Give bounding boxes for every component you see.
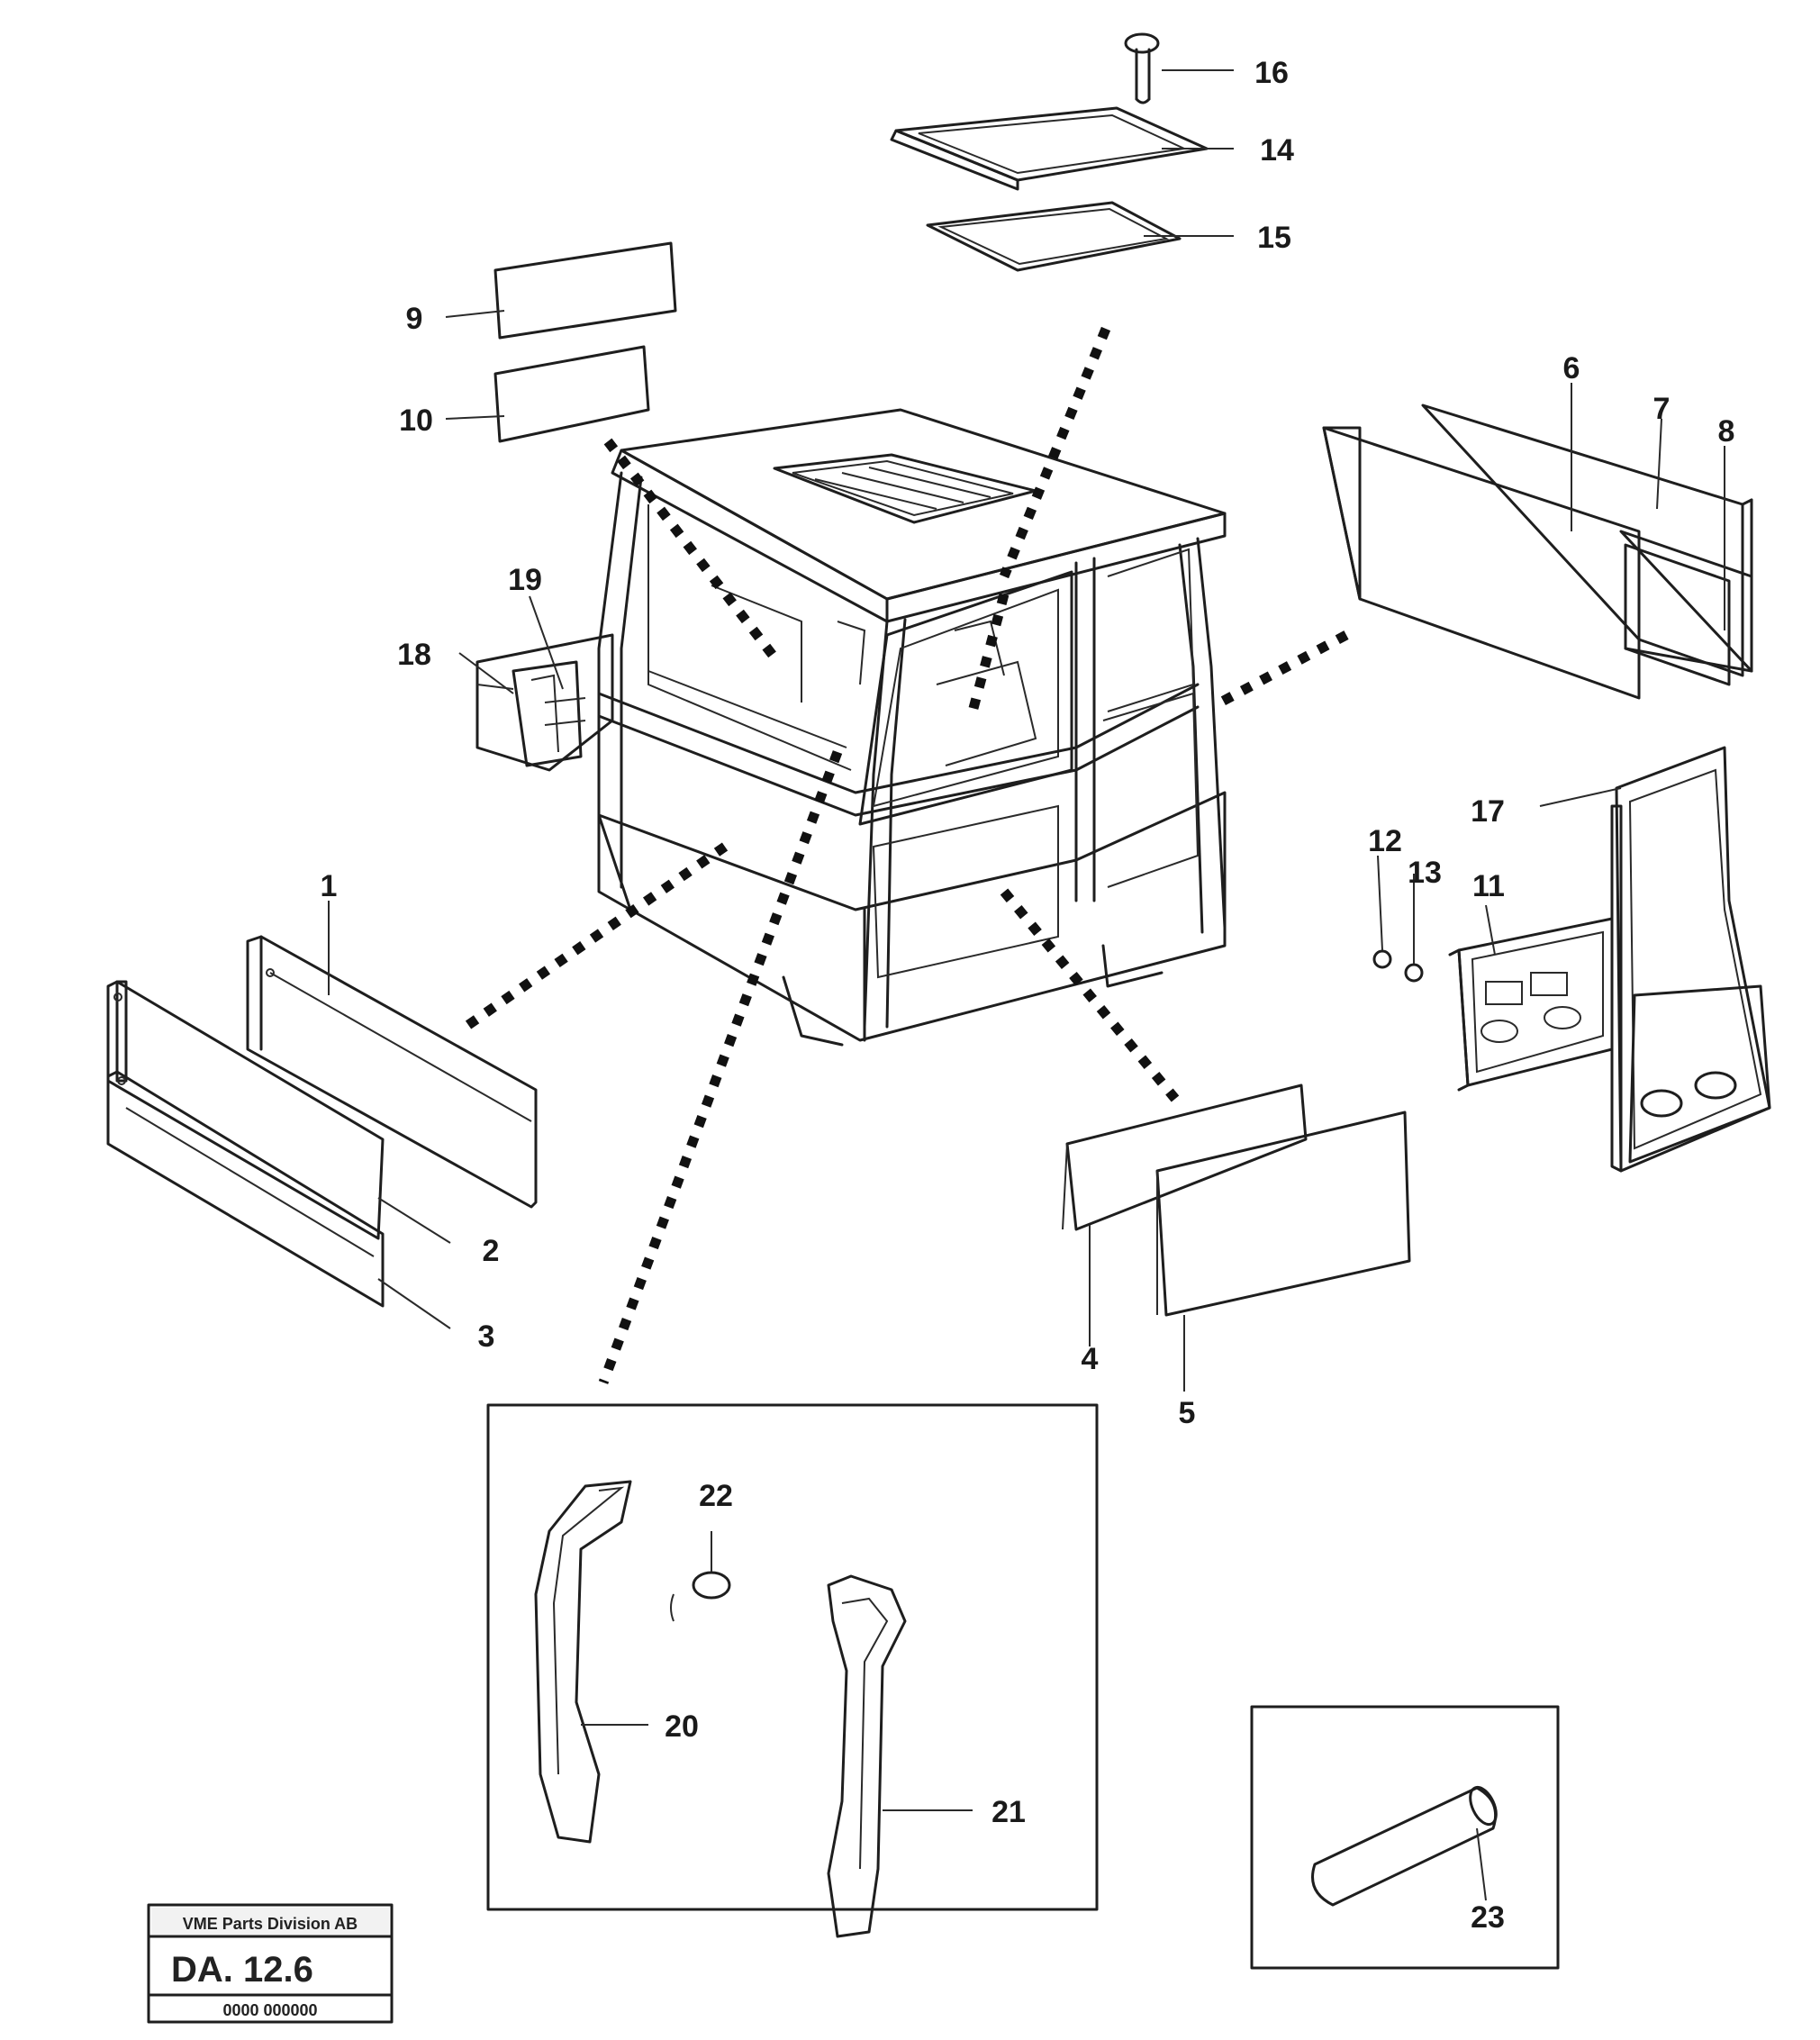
assembly-paths [456,326,1349,1384]
callout-4: 4 [1082,1342,1099,1376]
callout-5: 5 [1179,1396,1196,1430]
callout-10: 10 [399,403,433,438]
door-assembly [1372,746,1771,1173]
callout-15: 15 [1257,221,1291,255]
callout-20: 20 [665,1709,699,1744]
cab-assembly [597,408,1227,1047]
callout-23: 23 [1471,1900,1505,1935]
inset-detail-box-23 [1250,1705,1560,1970]
reference-stamp: VME Parts Division AB DA. 12.6 0000 0000… [147,1903,394,2024]
callout-21: 21 [991,1795,1026,1829]
callout-6: 6 [1563,351,1580,385]
window-panels-9-10 [493,241,677,443]
callout-19: 19 [508,563,542,597]
callout-16: 16 [1254,56,1289,90]
side-tank-assembly [475,633,614,772]
callout-3: 3 [478,1319,495,1354]
callout-22: 22 [699,1479,733,1513]
callout-2: 2 [483,1234,500,1268]
callout-9: 9 [406,302,423,336]
left-panels-1-2-3 [106,935,538,1308]
rear-panels-6-7-8 [1322,403,1753,700]
callout-18: 18 [397,638,431,672]
callout-14: 14 [1260,133,1294,168]
callout-12: 12 [1368,824,1402,858]
inset-detail-box [486,1403,1099,1938]
callout-7: 7 [1653,392,1671,426]
leader-lines [328,69,1725,1901]
roof-hatch-parts [890,32,1209,272]
callout-11: 11 [1472,869,1505,903]
callout-17: 17 [1471,794,1505,829]
stamp-footer: 0000 000000 [222,2001,317,2019]
stamp-code: DA. 12.6 [171,1950,313,1990]
callout-1: 1 [321,869,338,903]
callout-8: 8 [1718,414,1735,449]
stamp-header: VME Parts Division AB [183,1915,358,1933]
right-panels-4-5 [1062,1083,1411,1317]
callout-13: 13 [1408,856,1442,890]
callout-labels: 1 2 3 4 5 6 7 8 9 10 11 12 13 14 15 16 1… [321,56,1735,1935]
